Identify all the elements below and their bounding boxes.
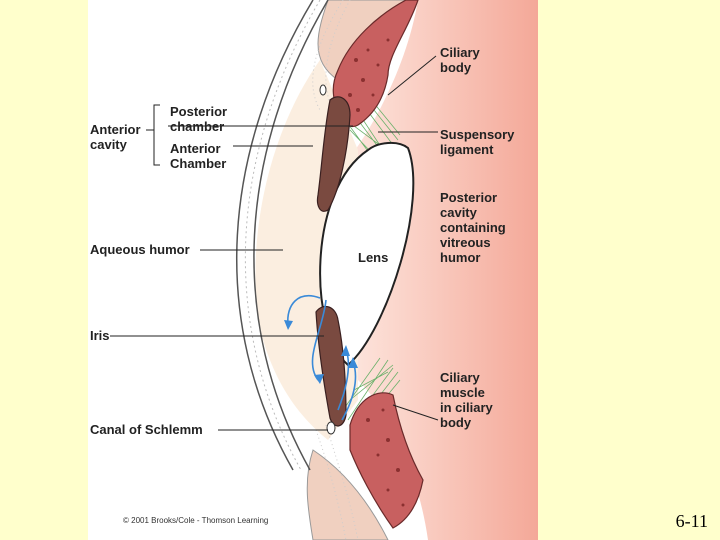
label-lens: Lens (358, 250, 389, 265)
label-aqueous-humor: Aqueous humor (90, 242, 190, 257)
label-anterior-cavity: Anterior cavity (90, 122, 141, 152)
label-iris: Iris (90, 328, 110, 343)
label-suspensory-ligament: Suspensory ligament (440, 127, 515, 157)
canal-upper (319, 84, 327, 96)
sclera-texture (312, 0, 359, 540)
label-anterior-chamber: Anterior Chamber (170, 141, 227, 171)
label-ciliary-muscle: Ciliary muscle in ciliary body (440, 370, 493, 430)
label-canal-of-schlemm: Canal of Schlemm (90, 422, 203, 437)
cornea-inner (253, 0, 329, 471)
slide-number: 6-11 (675, 511, 708, 531)
eye-anterior-segment-figure: Anterior cavity Posterior chamber Anteri… (88, 0, 538, 540)
iris-upper (316, 96, 351, 212)
copyright-notice: © 2001 Brooks/Cole - Thomson Learning (123, 516, 269, 525)
flow-arrowheads (284, 320, 358, 384)
label-posterior-cavity: Posterior cavity containing vitreous hum… (440, 190, 506, 265)
canal-of-schlemm (326, 421, 336, 435)
label-posterior-chamber: Posterior chamber (170, 104, 228, 134)
lens (319, 142, 415, 367)
cornea-mid (244, 0, 321, 471)
cornea-outer (236, 0, 314, 471)
suspensory-ligament-upper (337, 97, 401, 171)
ciliary-body-lower-texture (366, 408, 405, 507)
sclera-band-lower (306, 449, 389, 540)
eye-diagram (110, 0, 538, 540)
ciliary-body-lower (349, 392, 424, 529)
leader-lines (110, 55, 439, 431)
label-ciliary-body: Ciliary body (440, 45, 480, 75)
ciliary-body-upper-texture (348, 38, 390, 112)
